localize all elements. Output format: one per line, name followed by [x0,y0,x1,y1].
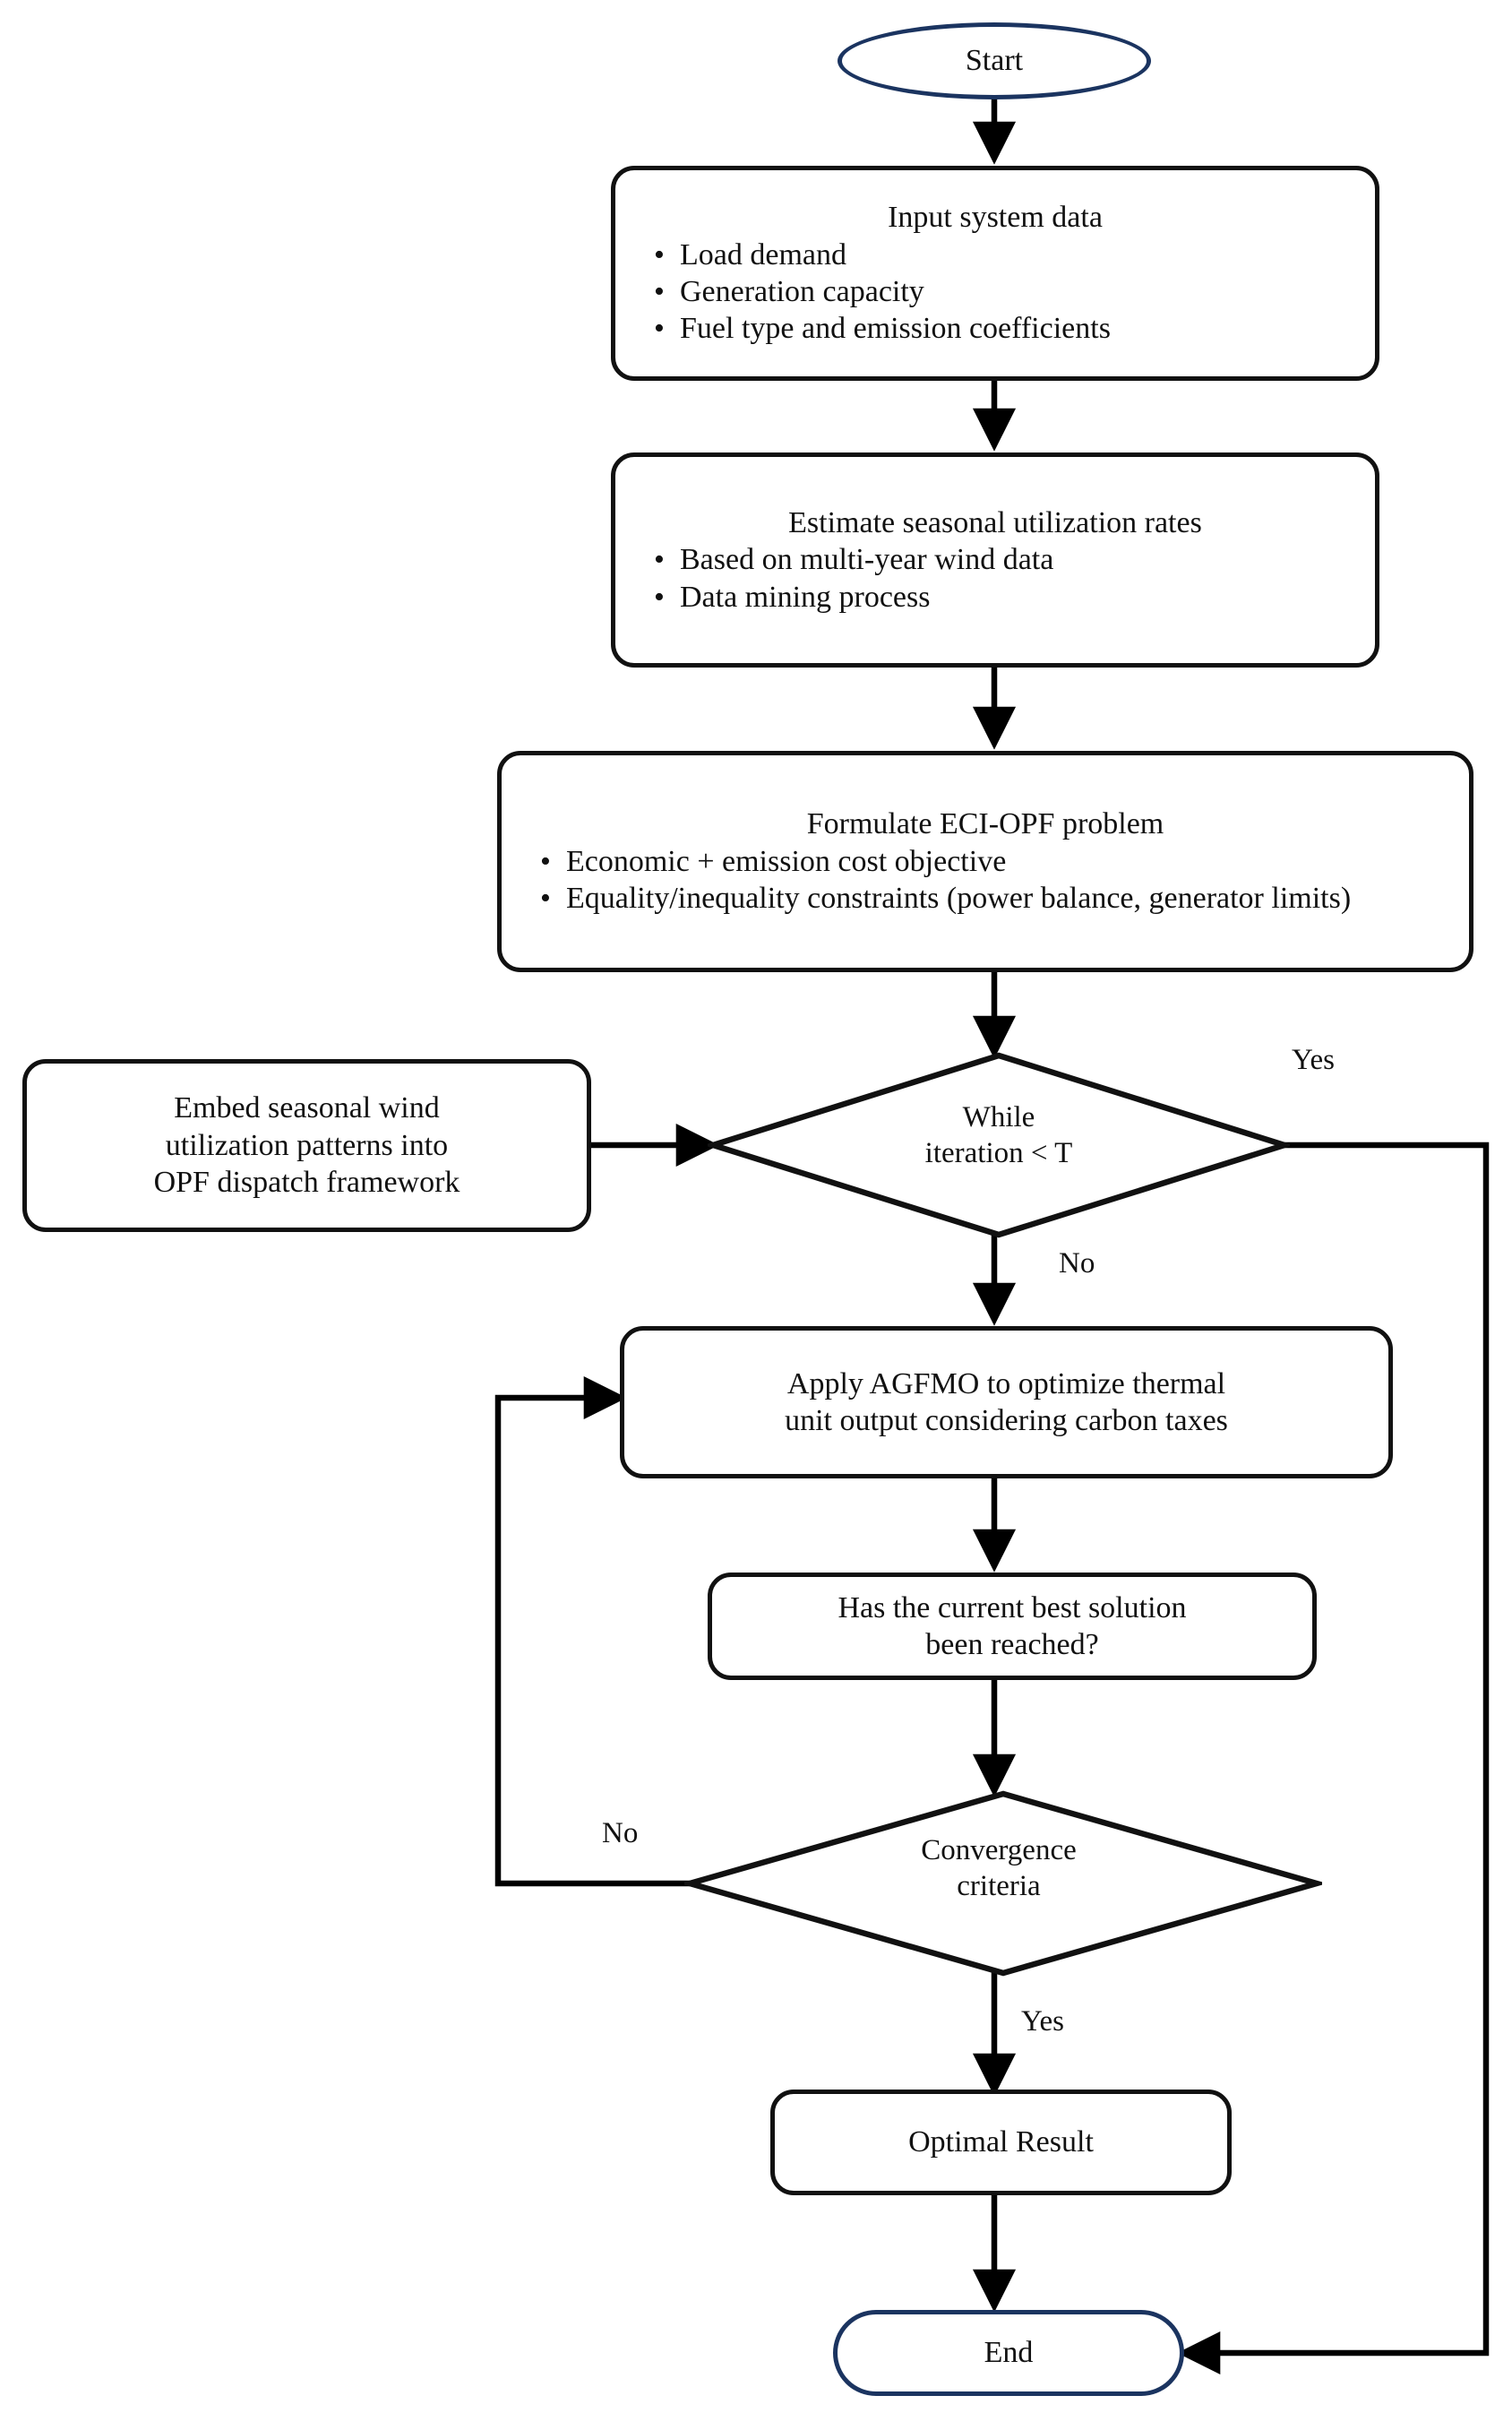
list-item-label: Data mining process [680,580,931,614]
node-start[interactable]: Start [838,22,1151,99]
node-best-solution-check[interactable]: Has the current best solution been reach… [708,1573,1317,1680]
list-item-label: Load demand [680,237,846,271]
node-apply-agfmo-line-2: unit output considering carbon taxes [785,1404,1228,1437]
node-estimate-seasonal-rates[interactable]: Estimate seasonal utilization rates • Ba… [611,452,1379,668]
node-end[interactable]: End [833,2310,1184,2396]
list-item: • Fuel type and emission coefficients [639,310,1352,347]
node-convergence-criteria-shape[interactable] [684,1788,1322,1978]
list-item: • Data mining process [639,579,1352,616]
node-apply-agfmo-line-1: Apply AGFMO to optimize thermal [786,1366,1226,1400]
node-convergence-criteria-label: Convergence criteria [806,1833,1191,1904]
node-best-solution-check-line-1: Has the current best solution [838,1590,1187,1624]
node-estimate-seasonal-rates-heading: Estimate seasonal utilization rates [788,505,1202,539]
list-item-label: Economic + emission cost objective [566,844,1007,878]
node-while-iteration-label: While iteration < T [806,1100,1191,1171]
node-convergence-criteria-line-2: criteria [957,1869,1041,1902]
list-item-label: Equality/inequality constraints (power b… [566,882,1352,916]
list-item: • Generation capacity [639,273,1352,310]
bullet-glyph: • [540,882,551,916]
node-input-system-data[interactable]: Input system data • Load demand • Genera… [611,166,1379,381]
bullet-glyph: • [654,237,665,271]
node-formulate-eci-opf-bullets: • Economic + emission cost objective • E… [525,843,1446,918]
node-input-system-data-heading: Input system data [888,201,1103,235]
list-item: • Based on multi-year wind data [639,541,1352,578]
node-end-label: End [984,2336,1034,2370]
edge-label-convergence-no: No [602,1817,639,1849]
node-optimal-result-label: Optimal Result [908,2125,1094,2159]
list-item-label: Fuel type and emission coefficients [680,312,1111,346]
node-while-iteration-shape[interactable] [708,1050,1290,1240]
node-apply-agfmo[interactable]: Apply AGFMO to optimize thermal unit out… [620,1326,1393,1478]
bullet-glyph: • [654,275,665,308]
bullet-glyph: • [540,844,551,878]
node-embed-seasonal-wind[interactable]: Embed seasonal wind utilization patterns… [22,1059,591,1232]
node-embed-seasonal-wind-line-3: OPF dispatch framework [153,1166,460,1200]
bullet-glyph: • [654,312,665,346]
node-optimal-result[interactable]: Optimal Result [770,2090,1232,2195]
node-input-system-data-bullets: • Load demand • Generation capacity • Fu… [639,237,1352,348]
bullet-glyph: • [654,543,665,577]
node-convergence-criteria-line-1: Convergence [921,1834,1077,1866]
node-formulate-eci-opf-heading: Formulate ECI-OPF problem [806,807,1164,841]
node-start-label: Start [965,44,1024,78]
node-while-iteration-line-1: While [962,1101,1035,1133]
edge-label-while-yes: Yes [1292,1044,1336,1076]
list-item: • Economic + emission cost objective [525,843,1446,880]
node-estimate-seasonal-rates-bullets: • Based on multi-year wind data • Data m… [639,541,1352,616]
node-best-solution-check-line-2: been reached? [925,1628,1099,1661]
list-item-label: Generation capacity [680,275,924,308]
edge-label-while-no: No [1059,1247,1095,1280]
edge-label-convergence-yes: Yes [1021,2005,1065,2038]
list-item: • Equality/inequality constraints (power… [525,880,1446,917]
node-formulate-eci-opf[interactable]: Formulate ECI-OPF problem • Economic + e… [497,751,1473,972]
list-item-label: Based on multi-year wind data [680,543,1054,577]
list-item: • Load demand [639,237,1352,273]
node-embed-seasonal-wind-line-2: utilization patterns into [165,1128,449,1162]
node-while-iteration-line-2: iteration < T [924,1136,1073,1169]
bullet-glyph: • [654,580,665,614]
node-embed-seasonal-wind-line-1: Embed seasonal wind [174,1091,440,1125]
